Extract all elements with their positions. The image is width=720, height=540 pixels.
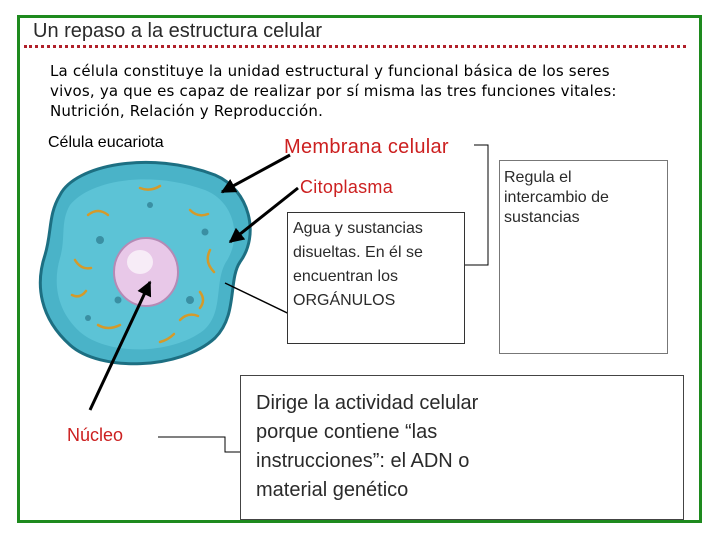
title-divider: [24, 45, 686, 48]
nucleus-description-box: [240, 375, 684, 520]
nucleus-description: Dirige la actividad celular porque conti…: [256, 392, 479, 501]
nucleus-label: Núcleo: [67, 425, 124, 445]
organelle-marks: [70, 184, 216, 344]
intro-line-1: La célula constituye la unidad estructur…: [50, 62, 610, 80]
membrane-description-box: [499, 160, 668, 354]
intro-line-3: Nutrición, Relación y Reproducción.: [50, 102, 324, 120]
cytoplasm-label: Citoplasma: [300, 177, 394, 197]
slide-title: Un repaso a la estructura celular: [33, 20, 323, 42]
cell-type-label: Célula eucariota: [48, 134, 164, 151]
vesicle-marks: [85, 202, 209, 321]
cytoplasm-description: Agua y sustancias disueltas. En él se en…: [293, 220, 423, 309]
slide-frame: [17, 15, 702, 523]
intro-text: La célula constituye la unidad estructur…: [50, 61, 670, 121]
intro-line-2: vivos, ya que es capaz de realizar por s…: [50, 82, 617, 100]
membrane-description: Regula el intercambio de sustancias: [504, 169, 609, 226]
nucleolus-shape: [127, 250, 153, 274]
eukaryotic-cell-illustration: [38, 160, 252, 366]
membrane-label: Membrana celular: [284, 136, 449, 158]
cytoplasm-description-box: [287, 212, 465, 344]
